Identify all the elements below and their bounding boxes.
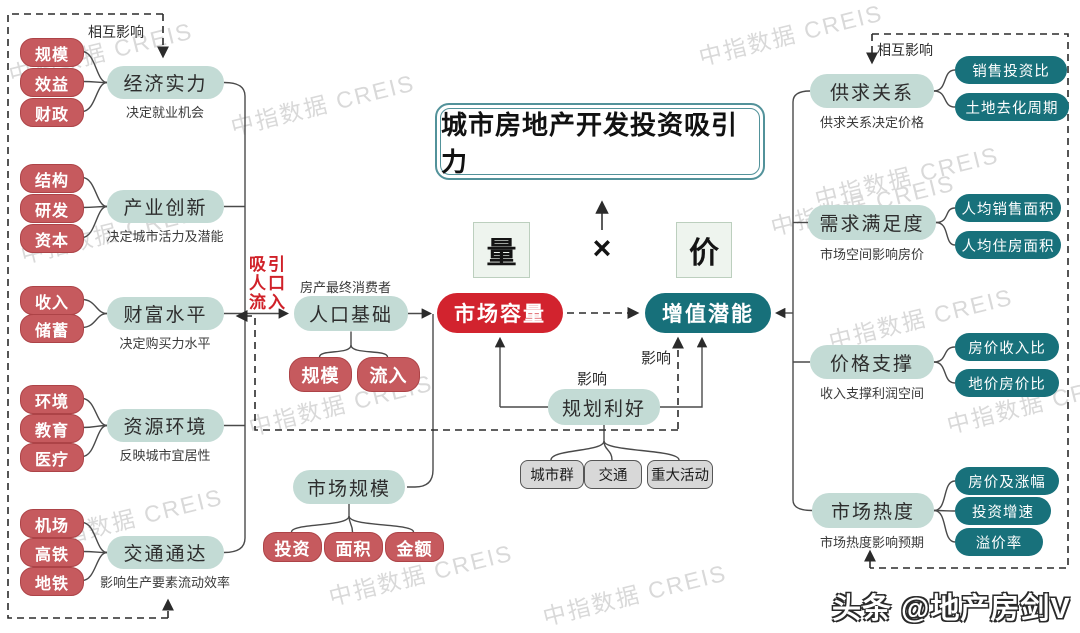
indicator-node: 房价收入比 (955, 333, 1059, 361)
indicator-node: 销售投资比 (955, 56, 1067, 84)
watermark-text: 中指数据 CREIS (696, 0, 886, 71)
indicator-node: 土地去化周期 (955, 93, 1069, 121)
category-node: 需求满足度 (808, 205, 936, 240)
planning-child: 城市群 (520, 460, 584, 489)
market-scale-child: 面积 (324, 532, 383, 562)
category-node: 资源环境 (107, 409, 224, 442)
indicator-node: 人均住房面积 (955, 231, 1061, 259)
appreciation-node: 增值潜能 (645, 293, 771, 333)
factor-node: 储蓄 (20, 314, 84, 343)
main-title: 城市房地产开发投资吸引力 (440, 108, 760, 177)
category-caption: 收入支撑利润空间 (819, 386, 924, 401)
factor-node: 环境 (20, 385, 84, 414)
mutual-influence-label-right: 相互影响 (877, 42, 933, 58)
category-node: 供求关系 (810, 74, 934, 108)
factor-node: 教育 (20, 414, 84, 443)
factor-node: 规模 (20, 38, 84, 67)
market-scale-child: 金额 (385, 532, 444, 562)
factor-node: 结构 (20, 164, 84, 193)
category-node: 产业创新 (107, 190, 224, 223)
attract-label-line3: 流入 (249, 293, 287, 312)
factor-node: 高铁 (20, 538, 84, 567)
attract-label-line1: 吸引 (249, 255, 287, 274)
category-node: 交通通达 (107, 536, 224, 569)
multiply-sign: × (592, 230, 612, 266)
factor-node: 研发 (20, 194, 84, 223)
population-child: 流入 (357, 357, 420, 392)
factor-node: 收入 (20, 286, 84, 315)
indicator-node: 投资增速 (955, 497, 1051, 525)
footer-credit: 头条 @地产房剑V (832, 593, 1071, 625)
influence-label-dashed: 影响 (641, 350, 672, 367)
category-caption: 决定就业机会 (125, 105, 204, 120)
factor-node: 机场 (20, 509, 84, 538)
planning-child: 交通 (584, 460, 642, 489)
market-capacity-node: 市场容量 (437, 293, 563, 333)
indicator-node: 地价房价比 (955, 369, 1059, 397)
market-scale-child: 投资 (263, 532, 322, 562)
watermark-text: 中指数据 CREIS (228, 69, 418, 141)
category-caption: 供求关系决定价格 (819, 115, 924, 130)
main-title-box: 城市房地产开发投资吸引力 (435, 103, 765, 180)
indicator-node: 溢价率 (955, 528, 1043, 556)
category-node: 经济实力 (107, 66, 224, 99)
category-caption: 市场热度影响预期 (819, 535, 924, 550)
factor-node: 医疗 (20, 443, 84, 472)
category-caption: 市场空间影响房价 (819, 247, 924, 262)
consumer-caption: 房产最终消费者 (300, 280, 392, 295)
indicator-node: 人均销售面积 (955, 194, 1061, 222)
mutual-influence-label-left: 相互影响 (88, 24, 144, 40)
category-node: 价格支撑 (810, 345, 934, 379)
factor-node: 效益 (20, 68, 84, 97)
planning-node: 规划利好 (548, 389, 660, 425)
price-box: 价 (676, 222, 732, 278)
category-caption: 决定城市活力及潜能 (106, 229, 224, 244)
factor-node: 资本 (20, 224, 84, 253)
category-node: 财富水平 (107, 297, 224, 330)
planning-child: 重大活动 (647, 460, 713, 489)
category-node: 市场热度 (812, 493, 934, 528)
factor-node: 财政 (20, 98, 84, 127)
influence-label-planning: 影响 (577, 371, 608, 388)
volume-box: 量 (473, 222, 530, 278)
factor-node: 地铁 (20, 567, 84, 596)
market-scale-node: 市场规模 (293, 470, 405, 504)
population-node: 人口基础 (294, 296, 408, 331)
population-child: 规模 (289, 357, 352, 392)
attract-label-line2: 人口 (249, 274, 287, 293)
category-caption: 反映城市宜居性 (119, 448, 211, 463)
indicator-node: 房价及涨幅 (955, 467, 1059, 495)
watermark-text: 中指数据 CREIS (540, 559, 730, 631)
category-caption: 决定购买力水平 (119, 336, 211, 351)
category-caption: 影响生产要素流动效率 (99, 575, 230, 590)
